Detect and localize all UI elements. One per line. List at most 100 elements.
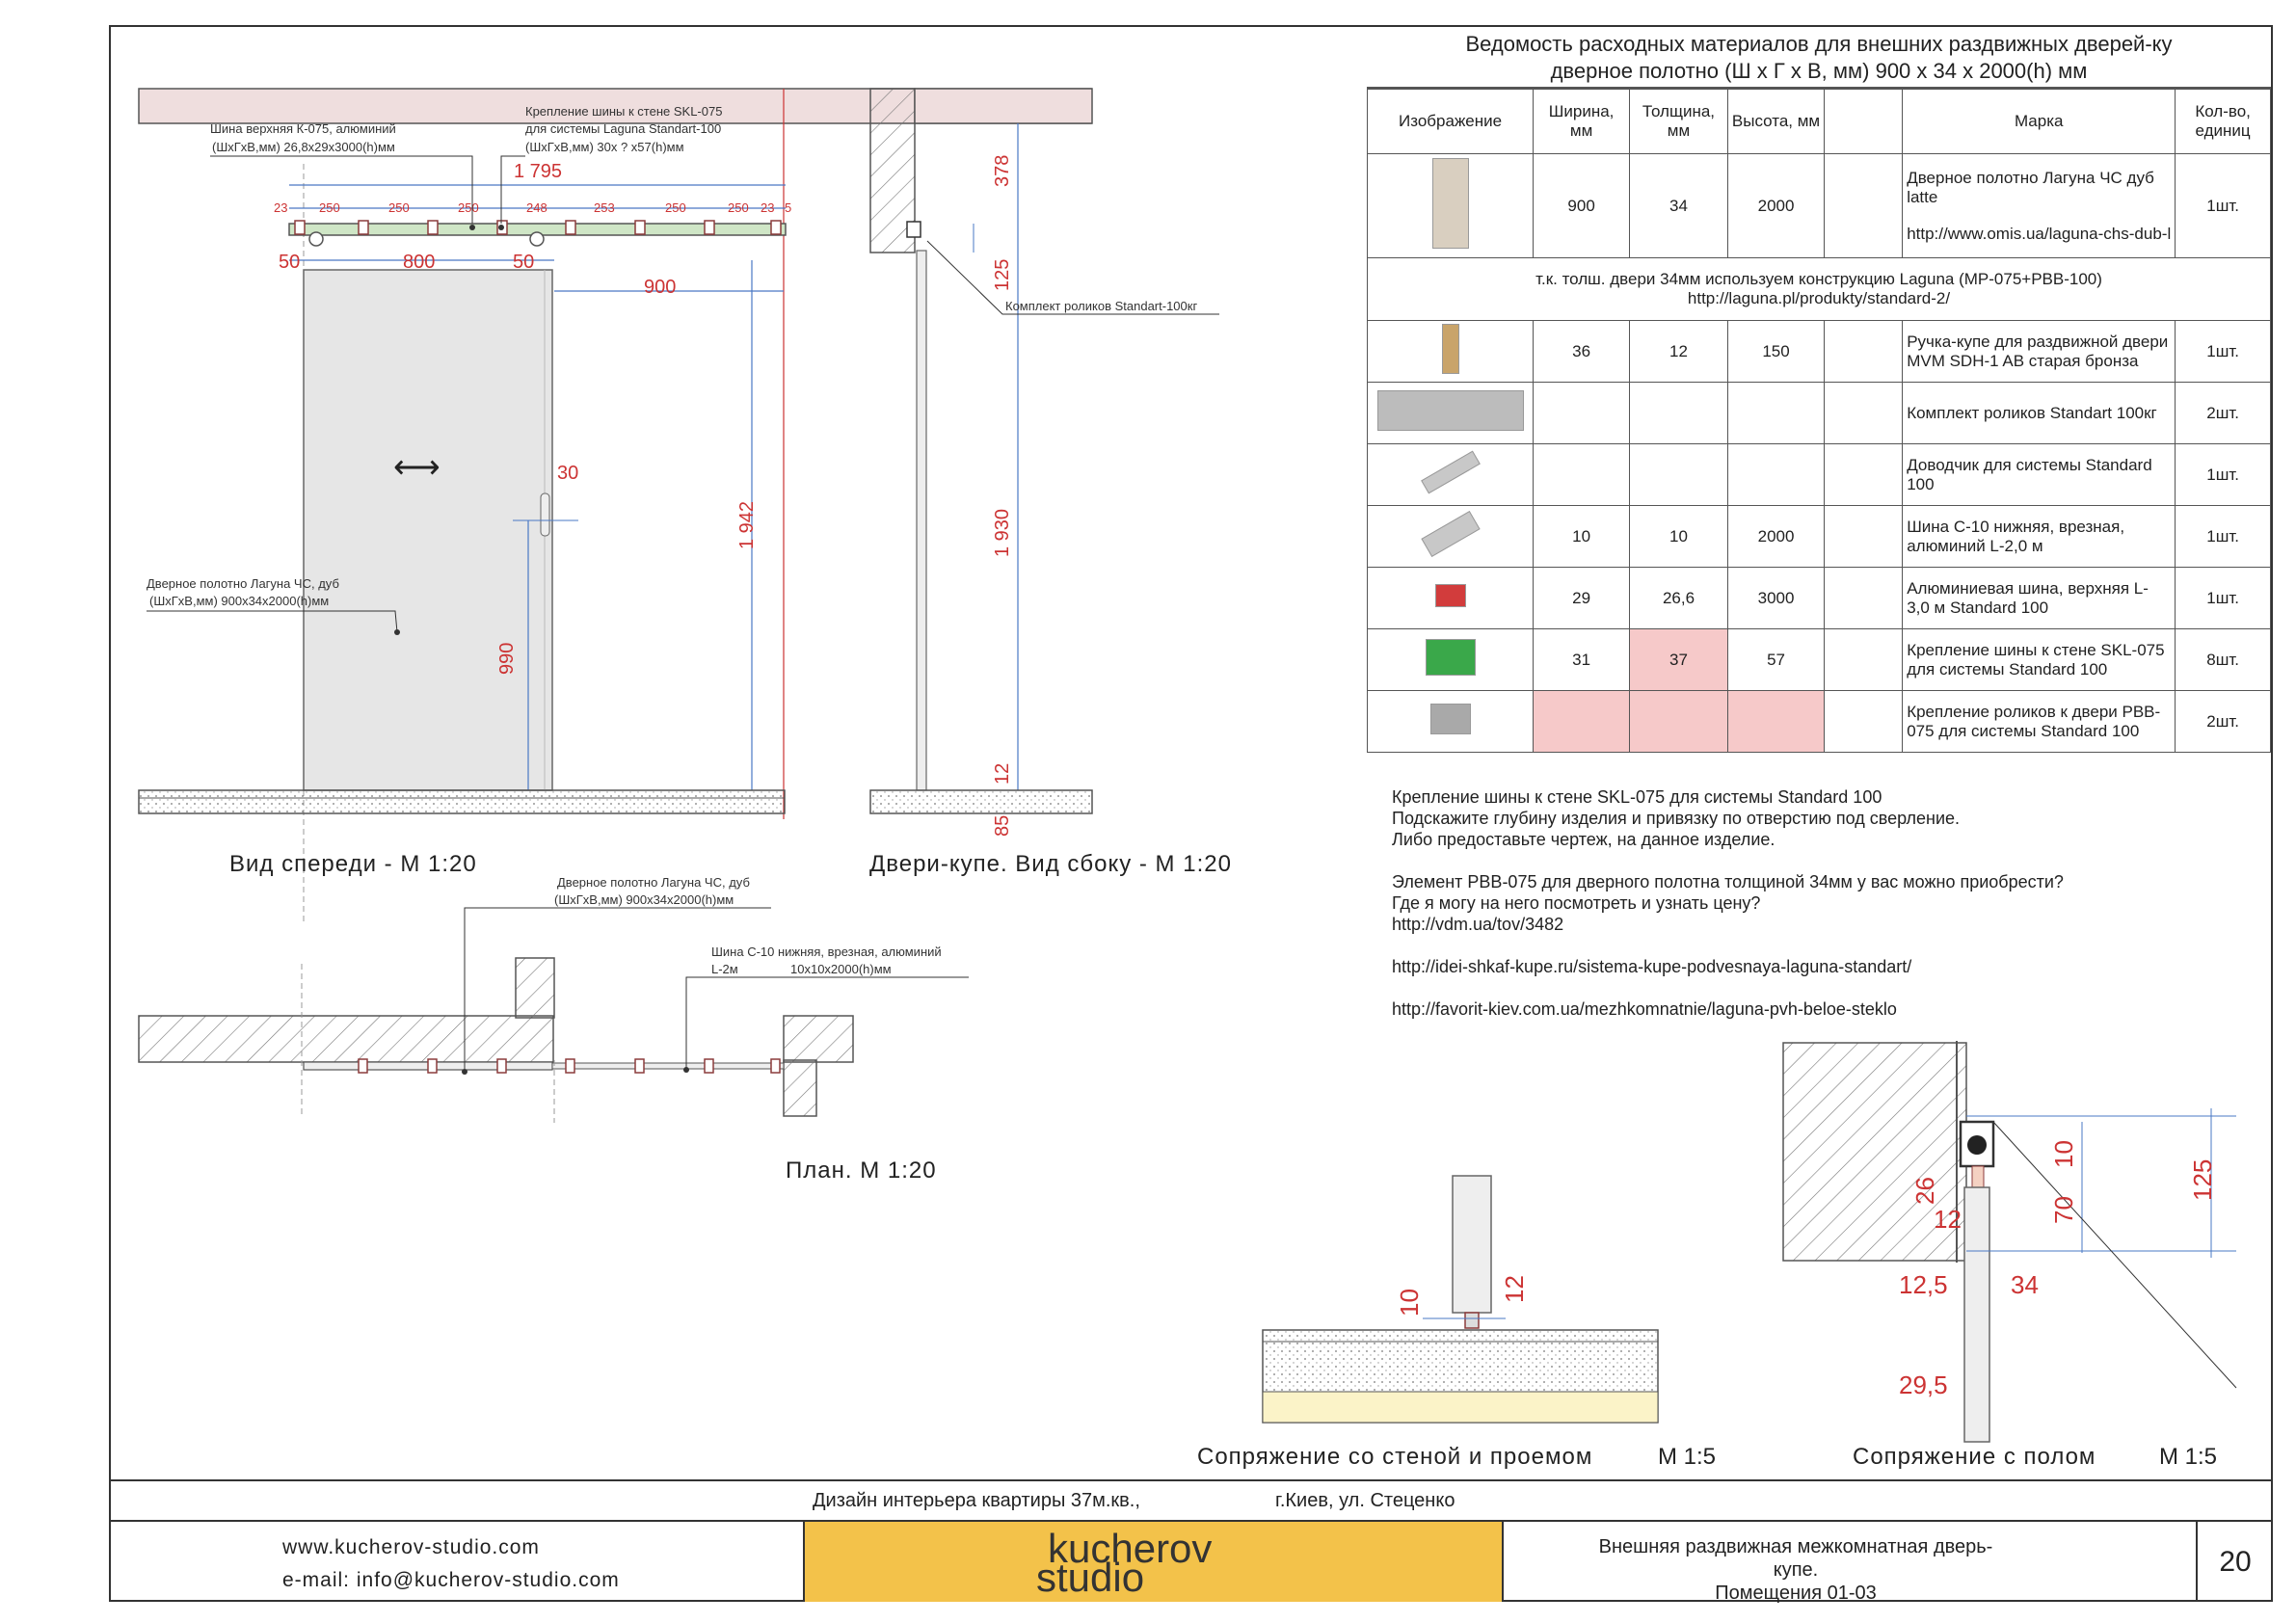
- project-address: г.Киев, ул. Стеценко: [1275, 1490, 1455, 1511]
- plan-door-label-1: Дверное полотно Лагуна ЧС, дуб: [557, 875, 750, 890]
- detail-floor-dim-12-5: 12,5: [1899, 1270, 1948, 1299]
- detail-floor-dim-29-5: 29,5: [1899, 1370, 1948, 1399]
- link-idei[interactable]: http://idei-shkaf-kupe.ru/sistema-kupe-p…: [1392, 957, 1912, 976]
- rollers-label: Комплект роликов Standart-100кг: [1005, 299, 1197, 313]
- svg-text:250: 250: [319, 200, 340, 215]
- closer-image: [1420, 450, 1481, 494]
- svg-text:250: 250: [728, 200, 749, 215]
- dim-85: 85: [992, 815, 1013, 837]
- plan-door-label-2: (ШхГхВ,мм) 900х34х2000(h)мм: [554, 892, 734, 907]
- front-view-title: Вид спереди - М 1:20: [229, 851, 477, 877]
- site-link[interactable]: www.kucherov-studio.com: [282, 1536, 540, 1558]
- dim-900: 900: [644, 277, 676, 298]
- detail-floor-dim-34: 34: [2011, 1270, 2039, 1299]
- floor-side: [869, 789, 1093, 814]
- contacts: www.kucherov-studio.com e-mail: info@kuc…: [282, 1531, 620, 1597]
- mount-label-3: (ШхГхВ,мм) 30х ? х57(h)мм: [525, 140, 684, 154]
- plan-rail: [551, 1062, 785, 1070]
- plan-wall-left: [138, 1015, 554, 1063]
- floor-front: [138, 789, 786, 814]
- dim-1930: 1 930: [992, 509, 1013, 557]
- plan-rail-label-3: 10х10х2000(h)мм: [790, 962, 892, 976]
- dim-30: 30: [557, 463, 578, 484]
- roller-left-icon: [308, 231, 324, 247]
- svg-text:248: 248: [526, 200, 547, 215]
- note-row: т.к. толш. двери 34мм используем констру…: [1367, 257, 2271, 321]
- mount-label-2: для системы Laguna Standart-100: [525, 121, 721, 136]
- spec-table: Ведомость расходных материалов для внешн…: [1366, 27, 2271, 753]
- side-door: [916, 250, 927, 791]
- detail-wall-dim-12: 12: [1500, 1275, 1529, 1303]
- svg-text:253: 253: [594, 200, 615, 215]
- supplier-questions: Крепление шины к стене SKL-075 для систе…: [1392, 786, 2240, 1020]
- dim-990: 990: [496, 643, 518, 675]
- dim-1795: 1 795: [514, 161, 562, 182]
- dim-1942: 1 942: [736, 501, 758, 549]
- detail-floor-dim-10: 10: [2049, 1140, 2078, 1168]
- bottom-rail-image: [1420, 510, 1481, 558]
- spec-grid: Изображение Ширина, мм Толщина, мм Высот…: [1366, 89, 2271, 753]
- detail-wall-scale: М 1:5: [1658, 1444, 1716, 1470]
- plan-rail-label-2: L-2м: [711, 962, 738, 976]
- detail-floor-wall: [1782, 1042, 1967, 1262]
- laguna-url[interactable]: http://laguna.pl/produkty/standard-2/: [1687, 289, 1951, 307]
- slide-arrow-icon: ⟷: [393, 449, 441, 486]
- rail-steps: 23 250 250 250 248 253 250 250 23 5: [274, 200, 791, 215]
- door-label-2: (ШхГхВ,мм) 900х34х2000(h)мм: [149, 594, 329, 608]
- dim-50-left: 50: [279, 252, 300, 273]
- sheet-description: Внешняя раздвижная межкомнатная дверь-ку…: [1598, 1536, 1993, 1604]
- dim-800: 800: [403, 252, 435, 273]
- detail-floor-title: Сопряжение с полом: [1853, 1444, 2096, 1470]
- project-row: Дизайн интерьера квартиры 37м.кв., г.Кие…: [109, 1481, 2273, 1522]
- roller-right-icon: [529, 231, 545, 247]
- door-image: [1431, 158, 1469, 249]
- plan-rail-label-1: Шина С-10 нижняя, врезная, алюминий: [711, 945, 942, 959]
- rail-label-2: (ШхГхВ,мм) 26,8х29х3000(h)мм: [212, 140, 395, 154]
- rail-label-1: Шина верхняя К-075, алюминий: [210, 121, 396, 136]
- top-rail-image: [1434, 584, 1466, 607]
- link-vdm[interactable]: http://vdm.ua/tov/3482: [1392, 915, 1564, 934]
- wall-mount-image: [1425, 639, 1476, 676]
- table-row: 900 34 2000 Дверное полотно Лагуна ЧС ду…: [1366, 153, 2271, 258]
- roller-mount-image: [1429, 704, 1471, 734]
- svg-text:23: 23: [761, 200, 774, 215]
- spec-header-row: Изображение Ширина, мм Толщина, мм Высот…: [1366, 89, 2271, 154]
- spec-title: Ведомость расходных материалов для внешн…: [1367, 27, 2271, 89]
- page-number: 20: [2196, 1522, 2273, 1602]
- detail-wall-dim-10: 10: [1395, 1289, 1424, 1317]
- link-favorit[interactable]: http://favorit-kiev.com.ua/mezhkomnatnie…: [1392, 999, 1897, 1019]
- svg-text:250: 250: [388, 200, 410, 215]
- email-link[interactable]: e-mail: info@kucherov-studio.com: [282, 1569, 620, 1591]
- door-label-1: Дверное полотно Лагуна ЧС, дуб: [147, 576, 339, 591]
- rollers-image: [1376, 390, 1524, 431]
- detail-floor-dim-26: 26: [1910, 1177, 1939, 1205]
- dim-125-side: 125: [992, 259, 1013, 291]
- side-view-title: Двери-купе. Вид сбоку - М 1:20: [869, 851, 1232, 877]
- detail-wall-title: Сопряжение со стеной и проемом: [1197, 1444, 1592, 1470]
- project-name: Дизайн интерьера квартиры 37м.кв.,: [813, 1490, 1140, 1511]
- svg-text:23: 23: [274, 200, 287, 215]
- title-block: Дизайн интерьера квартиры 37м.кв., г.Кие…: [109, 1479, 2273, 1604]
- mount-label-1: Крепление шины к стене SKL-075: [525, 104, 722, 119]
- detail-wall-door: [1452, 1175, 1492, 1314]
- detail-floor-dim-12: 12: [1934, 1205, 1962, 1234]
- detail-floor-scale: М 1:5: [2159, 1444, 2217, 1470]
- svg-text:250: 250: [458, 200, 479, 215]
- svg-text:5: 5: [785, 200, 791, 215]
- detail-floor-dim-125: 125: [2188, 1159, 2217, 1201]
- studio-logo: kucherov studio: [803, 1522, 1504, 1602]
- door-url[interactable]: http://www.omis.ua/laguna-chs-dub-l: [1907, 224, 2172, 243]
- door-leaf: [303, 269, 553, 791]
- handle-image: [1441, 324, 1459, 374]
- detail-floor-door: [1963, 1186, 1990, 1443]
- dim-50-right: 50: [513, 252, 534, 273]
- door-handle: [540, 492, 550, 537]
- dim-378: 378: [992, 155, 1013, 187]
- table-row: Крепление роликов к двери PBB-075 для си…: [1366, 690, 2271, 753]
- dim-12-side: 12: [992, 763, 1013, 785]
